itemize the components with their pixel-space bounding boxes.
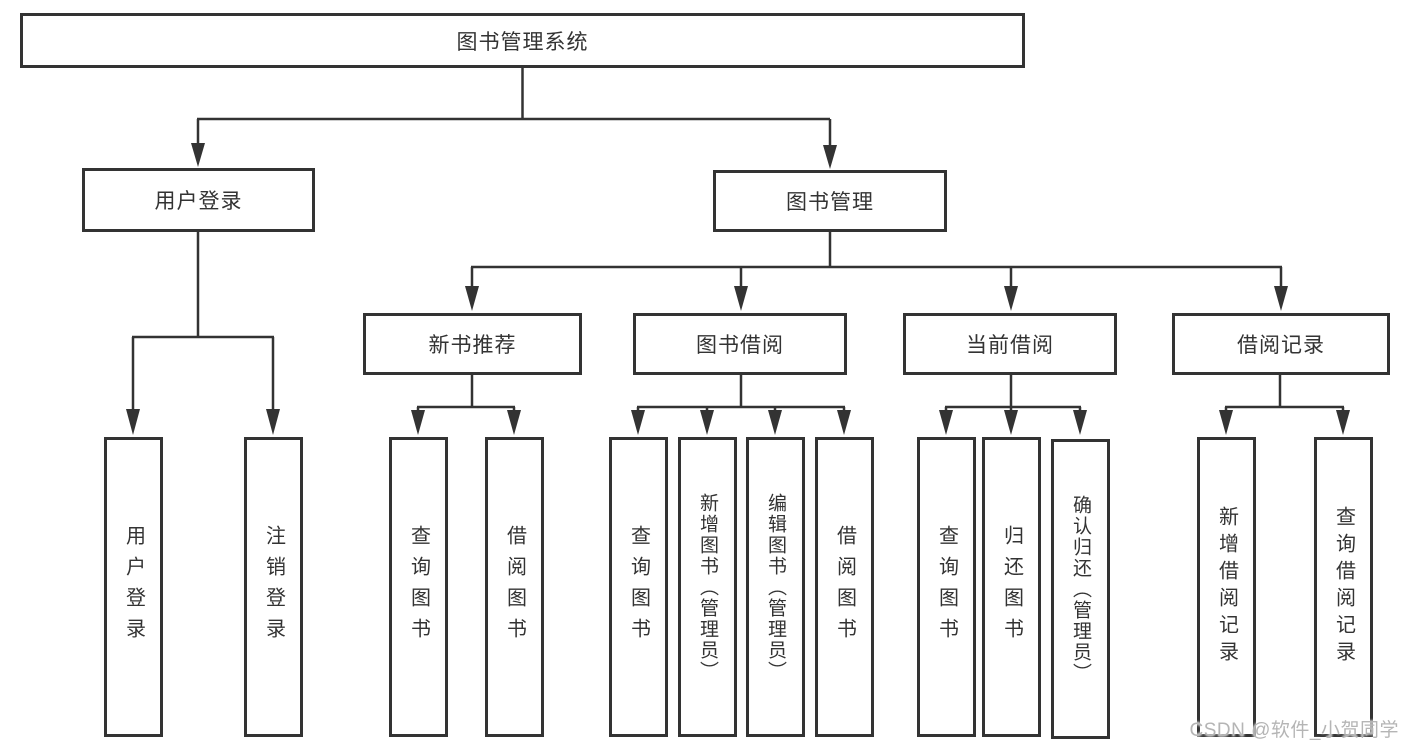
node-borrow-record: 借阅记录: [1172, 313, 1390, 375]
node-user-login: 用户登录: [82, 168, 315, 232]
arrow-down-icon: [700, 410, 714, 435]
connector-book-borrow-to-leaves: [631, 375, 851, 435]
arrow-down-icon: [126, 409, 140, 435]
arrow-down-icon: [768, 410, 782, 435]
arrow-down-icon: [823, 145, 837, 169]
arrow-down-icon: [1004, 410, 1018, 435]
node-book-borrow: 图书借阅: [633, 313, 847, 375]
arrow-down-icon: [1004, 286, 1018, 311]
arrow-down-icon: [465, 286, 479, 311]
leaf-cb-confirm-return-admin: 确认归还（管理员）: [1051, 439, 1110, 739]
node-root: 图书管理系统: [20, 13, 1025, 68]
connector-user-login-to-leaves: [126, 232, 280, 435]
arrow-down-icon: [191, 143, 205, 167]
leaf-cb-return-books: 归还图书: [982, 437, 1041, 737]
connector-current-borrow-to-leaves: [939, 375, 1087, 435]
node-book-management: 图书管理: [713, 170, 947, 232]
arrow-down-icon: [266, 409, 280, 435]
leaf-br-query-record: 查询借阅记录: [1314, 437, 1373, 737]
leaf-cb-query-books: 查询图书: [917, 437, 976, 737]
arrow-down-icon: [1219, 410, 1233, 435]
arrow-down-icon: [837, 410, 851, 435]
leaf-logout: 注销登录: [244, 437, 303, 737]
leaf-bb-edit-book-admin: 编辑图书（管理员）: [746, 437, 805, 737]
leaf-nb-query-books: 查询图书: [389, 437, 448, 737]
connector-new-book-recommend-to-leaves: [411, 375, 521, 435]
arrow-down-icon: [507, 410, 521, 435]
connector-root-to-level2: [191, 68, 837, 169]
arrow-down-icon: [1336, 410, 1350, 435]
watermark: CSDN @软件_小贺同学: [1189, 720, 1399, 741]
connector-book-management-to-level3: [465, 232, 1288, 311]
arrow-down-icon: [411, 410, 425, 435]
leaf-nb-borrow-books: 借阅图书: [485, 437, 544, 737]
arrow-down-icon: [1274, 286, 1288, 311]
node-new-book-recommend: 新书推荐: [363, 313, 582, 375]
leaf-bb-query-books: 查询图书: [609, 437, 668, 737]
arrow-down-icon: [734, 286, 748, 311]
connector-borrow-record-to-leaves: [1219, 375, 1350, 435]
arrow-down-icon: [939, 410, 953, 435]
leaf-user-login: 用户登录: [104, 437, 163, 737]
arrow-down-icon: [631, 410, 645, 435]
leaf-bb-borrow-books: 借阅图书: [815, 437, 874, 737]
arrow-down-icon: [1073, 410, 1087, 435]
leaf-bb-add-book-admin: 新增图书（管理员）: [678, 437, 737, 737]
leaf-br-add-record: 新增借阅记录: [1197, 437, 1256, 737]
node-current-borrow: 当前借阅: [903, 313, 1117, 375]
